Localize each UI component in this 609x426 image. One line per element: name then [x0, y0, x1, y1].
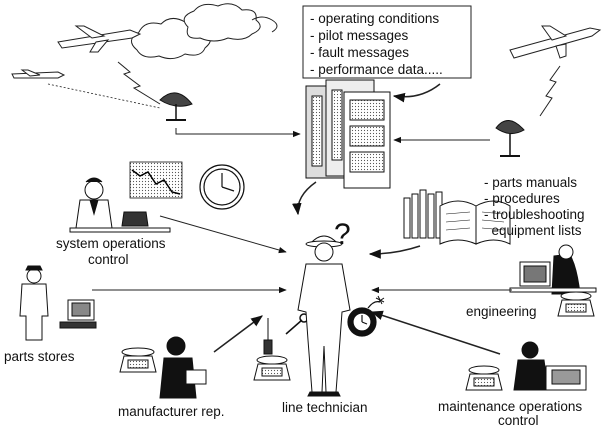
documents-item: - troubleshooting [484, 207, 585, 222]
question-mark: ? [334, 218, 351, 251]
system-operations-label: system operations [56, 236, 166, 251]
clock-icon [199, 164, 245, 210]
signal-line [117, 61, 161, 105]
documents-books-icon [403, 189, 511, 245]
documents-item: - parts manuals [484, 175, 577, 190]
callout-item: - performance data..... [310, 62, 443, 77]
arrow-docs-to-tech [368, 245, 421, 259]
documents-item: - procedures [484, 191, 560, 206]
satellite-dish-icon [495, 120, 525, 157]
telephone-icon [253, 355, 291, 381]
chart-icon [129, 161, 183, 199]
arrow-server-to-tech [292, 181, 317, 216]
line-technician-label: line technician [282, 400, 368, 415]
maintenance-ops-icon [465, 341, 587, 391]
maintenance-ops-label: maintenance operations [438, 399, 582, 414]
callout-item: - fault messages [310, 45, 409, 60]
manufacturer-rep-icon [119, 336, 207, 399]
engineering-label: engineering [466, 304, 537, 319]
parts-stores-label: parts stores [4, 349, 75, 364]
callout-item: - pilot messages [310, 28, 409, 43]
maintenance-ops-label: control [498, 413, 539, 426]
airplane-small-icon [11, 69, 66, 79]
stopwatch-bomb-icon [347, 295, 385, 337]
satellite-dish-icon [159, 92, 193, 121]
system-operations-label: control [88, 252, 129, 267]
arrow-mocops-to-tech [370, 310, 501, 355]
arrow-rep-to-tech [213, 315, 263, 353]
wrench-icon [285, 313, 309, 335]
line-technician-icon [297, 235, 351, 397]
documents-item: equipment lists [484, 223, 582, 238]
system-operations-icon [69, 177, 171, 233]
callout-box: - operating conditions - pilot messages … [302, 5, 472, 79]
engineering-icon [509, 244, 597, 317]
airplane-icon [57, 25, 142, 53]
arrow-sysops-to-tech [159, 215, 287, 254]
server-rack-icon [305, 79, 391, 189]
cloud-right-icon [183, 3, 278, 42]
parts-stores-icon [19, 265, 97, 341]
arrow-dish-to-server [175, 128, 301, 138]
screwdriver-icon [263, 318, 273, 355]
signal-line [47, 83, 161, 109]
signal-line [539, 65, 561, 117]
callout-arrow [392, 83, 441, 103]
callout-item: - operating conditions [310, 11, 439, 26]
airplane-right-icon [509, 25, 602, 59]
manufacturer-rep-label: manufacturer rep. [118, 404, 225, 419]
